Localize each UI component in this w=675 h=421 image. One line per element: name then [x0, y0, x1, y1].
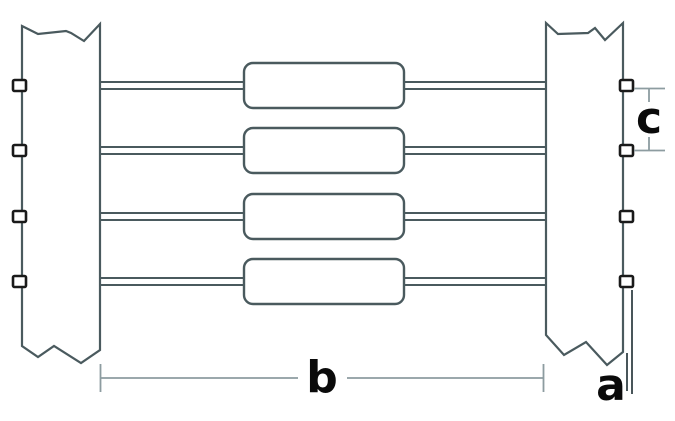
tensioner-1 [242, 61, 406, 110]
clip-right-1 [618, 78, 635, 93]
tensioner-3 [242, 192, 406, 241]
dimension-a: a [596, 290, 633, 411]
clip-left-4 [11, 274, 28, 289]
dimension-c: c [634, 87, 665, 152]
dimension-b: b [99, 352, 545, 403]
clip-right-4 [618, 274, 635, 289]
clip-right-2 [618, 143, 635, 158]
right-post [544, 20, 625, 367]
dimension-b-label: b [306, 352, 338, 403]
left-post [20, 21, 102, 365]
dimension-a-label: a [596, 360, 626, 411]
clip-left-2 [11, 143, 28, 158]
clip-left-3 [11, 209, 28, 224]
dimension-c-label: c [636, 93, 662, 144]
clip-right-3 [618, 209, 635, 224]
tensioner-4 [242, 257, 406, 306]
tensioner-2 [242, 126, 406, 175]
clip-left-1 [11, 78, 28, 93]
